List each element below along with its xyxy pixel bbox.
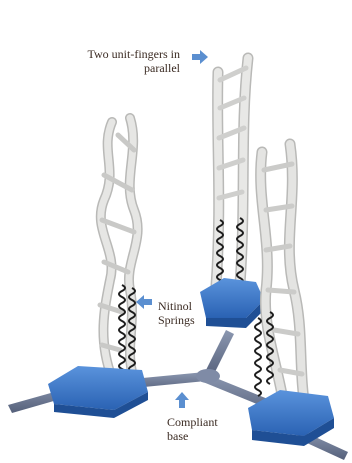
fingers-label-line2: parallel bbox=[144, 61, 180, 75]
base-hub bbox=[196, 369, 220, 383]
springs-label-line2: Springs bbox=[158, 313, 195, 327]
fingers-label-line1: Two unit-fingers in bbox=[88, 47, 180, 61]
springs-label-line1: Nitinol bbox=[158, 299, 195, 313]
springs-label: Nitinol Springs bbox=[158, 299, 195, 327]
left-unit-finger bbox=[100, 118, 138, 378]
base-arrow-icon bbox=[175, 392, 189, 408]
right-unit-finger bbox=[261, 144, 306, 418]
springs-arrow-icon bbox=[136, 295, 152, 309]
base-label: Compliant base bbox=[167, 415, 218, 443]
fingers-label: Two unit-fingers in parallel bbox=[86, 47, 180, 75]
middle-base-pad bbox=[200, 278, 264, 328]
fingers-arrow-icon bbox=[192, 50, 208, 64]
base-label-line2: base bbox=[167, 429, 218, 443]
middle-unit-finger bbox=[216, 58, 248, 286]
base-label-line1: Compliant bbox=[167, 415, 218, 429]
left-base-pad bbox=[48, 366, 148, 418]
